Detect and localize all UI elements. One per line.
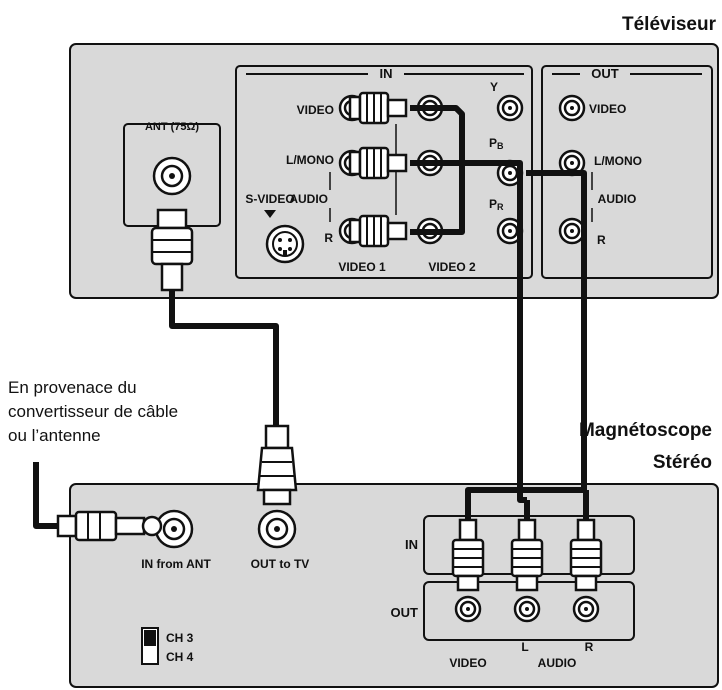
tv-pb-label: PB xyxy=(489,136,504,151)
tv-video1-label: VIDEO 1 xyxy=(338,260,386,274)
vcr-title-line2: Stéréo xyxy=(653,452,712,473)
vcr-panel xyxy=(69,483,719,688)
tv-svideo-label: S-VIDEO xyxy=(245,192,294,206)
tv-audio-label: AUDIO xyxy=(289,192,328,206)
vcr-out-tv-jack[interactable] xyxy=(257,509,297,549)
tv-y-label: Y xyxy=(490,80,498,94)
vcr-out-tv-label: OUT to TV xyxy=(251,557,310,571)
tv-out-audio-label: AUDIO xyxy=(598,192,637,206)
vcr-out-r-jack[interactable] xyxy=(572,595,600,623)
source-note-line3: ou l’antenne xyxy=(8,426,101,445)
tv-video-label: VIDEO xyxy=(297,103,334,117)
vcr-video-label: VIDEO xyxy=(449,656,486,670)
down-triangle-icon xyxy=(264,210,276,218)
vcr-out-label: OUT xyxy=(391,605,419,620)
vcr-out-tv-plug xyxy=(256,424,298,506)
vcr-l-label: L xyxy=(521,640,528,654)
tv-ant-plug xyxy=(150,208,194,292)
tv-lmono-label: L/MONO xyxy=(286,153,334,167)
tv-in-group-label: IN xyxy=(380,66,393,81)
vcr-audio-label: AUDIO xyxy=(538,656,577,670)
tv-out-r-label: R xyxy=(597,233,606,247)
tv-r-label: R xyxy=(324,231,333,245)
tv-out-group-label: OUT xyxy=(591,66,619,81)
tv-out-r-jack[interactable] xyxy=(558,217,586,245)
ch4-label: CH 4 xyxy=(166,650,194,664)
vcr-title-line1: Magnétoscope xyxy=(579,420,712,441)
vcr-in-ant-plug xyxy=(56,510,163,542)
tv-title: Téléviseur xyxy=(622,14,717,35)
vcr-out-video-jack[interactable] xyxy=(454,595,482,623)
tv-ant-jack[interactable] xyxy=(152,156,192,196)
tv-ant-label: ANT (75Ω) xyxy=(145,121,199,133)
source-note-line2: convertisseur de câble xyxy=(8,402,178,421)
vcr-out-l-jack[interactable] xyxy=(513,595,541,623)
cables xyxy=(33,105,589,529)
tv-video2-label: VIDEO 2 xyxy=(428,260,476,274)
vcr-in-label: IN xyxy=(405,537,418,552)
vcr-in-ant-label: IN from ANT xyxy=(141,557,211,571)
ch3-label: CH 3 xyxy=(166,631,194,645)
vcr-r-label: R xyxy=(585,640,594,654)
tv-y-jack[interactable] xyxy=(496,94,524,122)
channel-switch[interactable] xyxy=(141,627,159,665)
tv-svideo-jack[interactable] xyxy=(265,224,305,264)
tv-out-video-label: VIDEO xyxy=(589,102,626,116)
source-note-line1: En provenace du xyxy=(8,378,137,397)
tv-out-lmono-label: L/MONO xyxy=(594,154,642,168)
tv-out-video-jack[interactable] xyxy=(558,94,586,122)
tv-pr-label: PR xyxy=(489,197,504,212)
